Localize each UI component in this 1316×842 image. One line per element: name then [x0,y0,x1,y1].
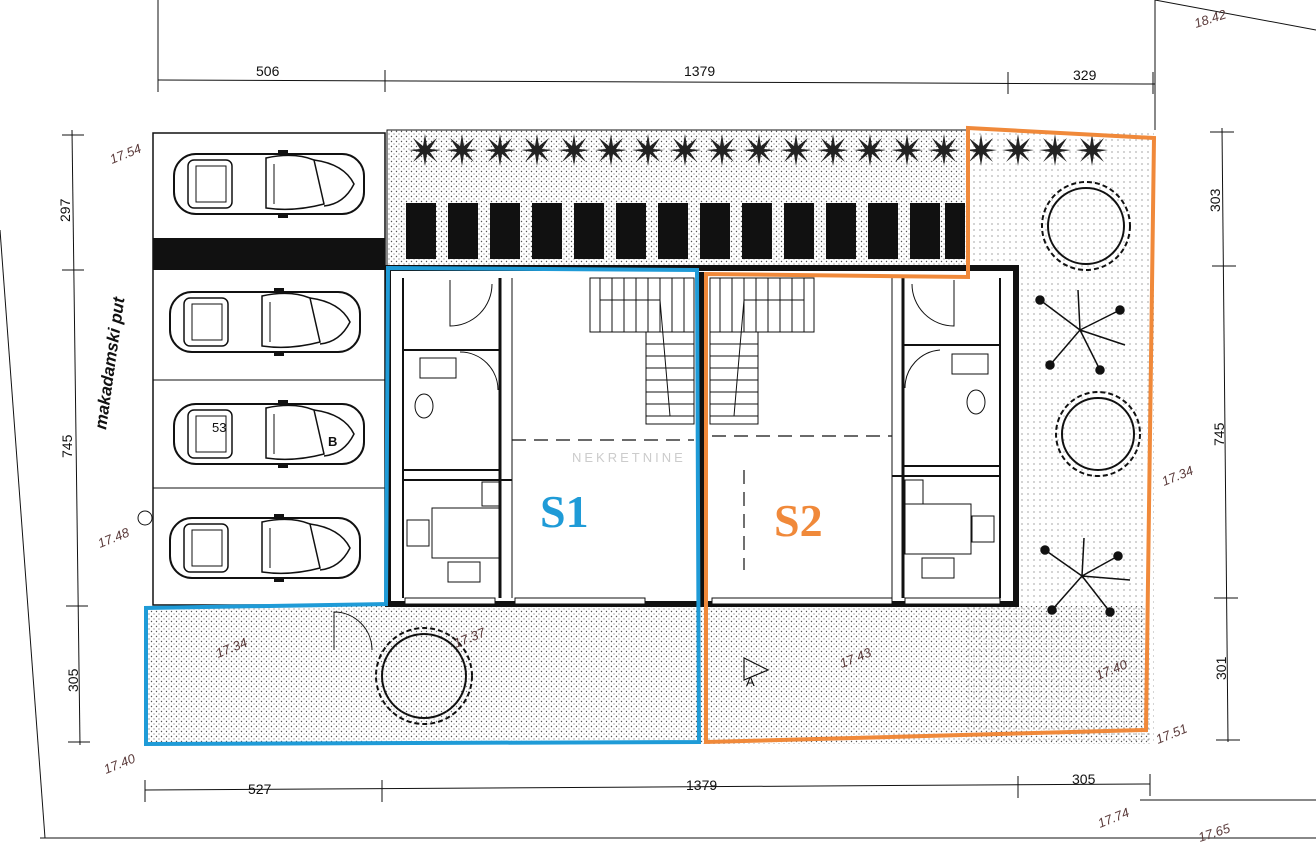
dim-right-top: 303 [1207,188,1223,212]
elevation-label: 17.65 [1196,820,1232,842]
dim-left-bottom: 305 [65,668,81,692]
elevation-label: 17.48 [96,524,132,550]
dim-top-left: 506 [256,63,280,79]
elevation-label: 17.51 [1154,721,1190,747]
elevation-label: 17.74 [1096,805,1132,831]
dim-right-bottom: 301 [1213,656,1229,680]
entrance-marker: A [746,674,755,689]
elevation-label: 17.54 [108,141,144,167]
watermark: NEKRETNINE [572,450,686,465]
dim-left-mid: 745 [59,434,75,458]
elevation-label: 17.40 [102,750,138,776]
building [385,265,1019,607]
unit-s1-outline [144,265,702,747]
elevation-label: 17.34 [1160,463,1196,489]
plant-icon [1035,289,1131,617]
parking-label-53: 53 [212,420,226,435]
dim-top-mid: 1379 [684,63,715,79]
unit-s1-label: S1 [540,486,589,537]
road-label: makadamski put [91,295,129,431]
unit-s2-outline [704,125,1157,745]
parking-area: 53 B [152,132,386,606]
dim-left-top: 297 [57,198,73,222]
parking-label-b: B [328,434,337,449]
bottom-garden [146,606,1150,744]
dim-right-mid: 745 [1211,422,1227,446]
dim-bottom-mid: 1379 [686,777,717,793]
elevation-label: 18.42 [1192,6,1228,31]
paver-row [406,203,965,259]
dim-bottom-left: 527 [248,781,272,797]
dim-top-right: 329 [1073,67,1097,83]
dim-bottom-right: 305 [1072,771,1096,787]
unit-s2-label: S2 [774,495,823,546]
tree-icon [375,181,1141,725]
